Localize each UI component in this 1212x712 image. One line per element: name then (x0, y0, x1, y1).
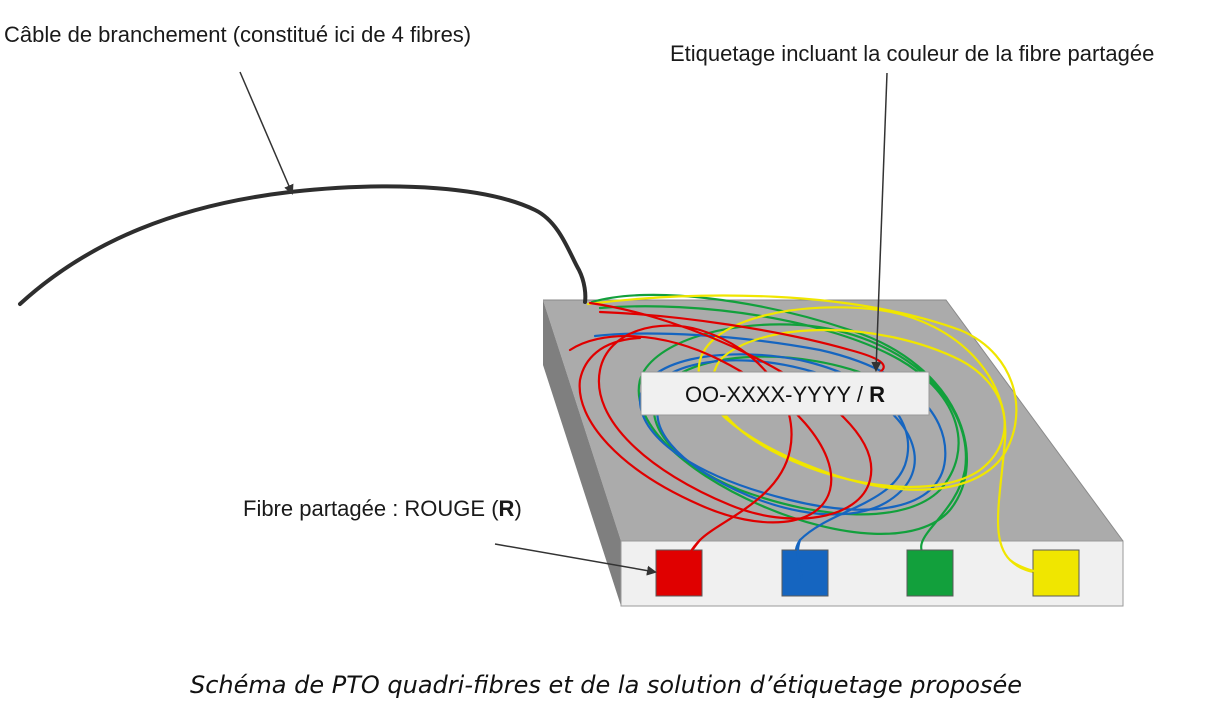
cable-annotation: Câble de branchement (constitué ici de 4… (4, 22, 471, 47)
connection-cable (18, 184, 588, 306)
cable-arrow (239, 71, 294, 195)
labeling-annotation: Etiquetage incluant la couleur de la fib… (670, 41, 1154, 66)
fiber-port-ends (680, 538, 1054, 592)
port-green (906, 549, 954, 597)
fiber-yellow-coil-2 (711, 329, 1006, 488)
diagram-caption: Schéma de PTO quadri-fibres et de la sol… (190, 671, 1022, 699)
label-plate: OO-XXXX-YYYY / R (640, 371, 930, 416)
label-plate-box (640, 371, 930, 416)
fiber-blue-coil-2 (656, 359, 916, 516)
fiber-green-coil (590, 293, 968, 592)
fiber-red-coil-2 (568, 334, 833, 524)
box-side-face (543, 300, 621, 606)
labeling-arrow (871, 72, 888, 372)
port-red (655, 549, 703, 597)
port-blue (781, 549, 829, 597)
label-code: OO-XXXX-YYYY / R (685, 382, 885, 407)
shared-fiber-arrow (494, 543, 657, 576)
shared-fiber-annotation: Fibre partagée : ROUGE (R) (243, 496, 522, 521)
